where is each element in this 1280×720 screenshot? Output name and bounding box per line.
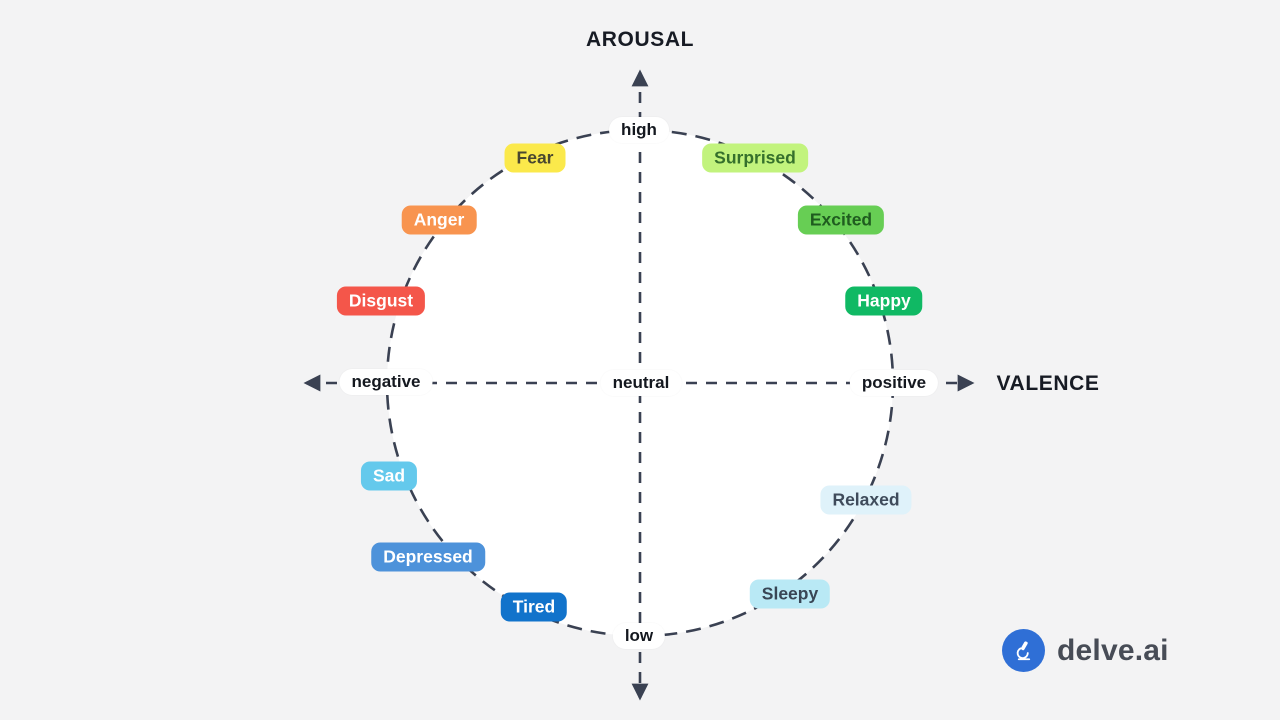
axis-label-neutral: neutral bbox=[600, 370, 682, 396]
emotion-badge-happy: Happy bbox=[845, 286, 923, 316]
emotion-badge-tired: Tired bbox=[500, 592, 568, 622]
emotion-badge-sad: Sad bbox=[360, 461, 418, 491]
emotion-badge-fear: Fear bbox=[504, 143, 566, 173]
emotion-badge-relaxed: Relaxed bbox=[820, 485, 912, 515]
emotion-badge-surprised: Surprised bbox=[702, 143, 808, 173]
axis-label-positive: positive bbox=[849, 370, 939, 396]
emotion-badge-disgust: Disgust bbox=[336, 286, 426, 316]
axis-label-negative: negative bbox=[339, 369, 433, 395]
emotion-badge-sleepy: Sleepy bbox=[749, 579, 831, 609]
logo-text: delve.ai bbox=[1057, 633, 1169, 667]
emotion-badge-depressed: Depressed bbox=[371, 542, 485, 572]
arousal-axis-title: AROUSAL bbox=[585, 28, 695, 51]
delve-ai-logo[interactable]: delve.ai bbox=[1002, 629, 1169, 672]
valence-axis-title: VALENCE bbox=[996, 372, 1100, 395]
emotion-badge-anger: Anger bbox=[401, 205, 477, 235]
axis-label-high: high bbox=[609, 117, 669, 143]
emotion-badge-excited: Excited bbox=[797, 205, 885, 235]
axis-label-low: low bbox=[612, 623, 666, 649]
microscope-icon bbox=[1002, 629, 1045, 672]
